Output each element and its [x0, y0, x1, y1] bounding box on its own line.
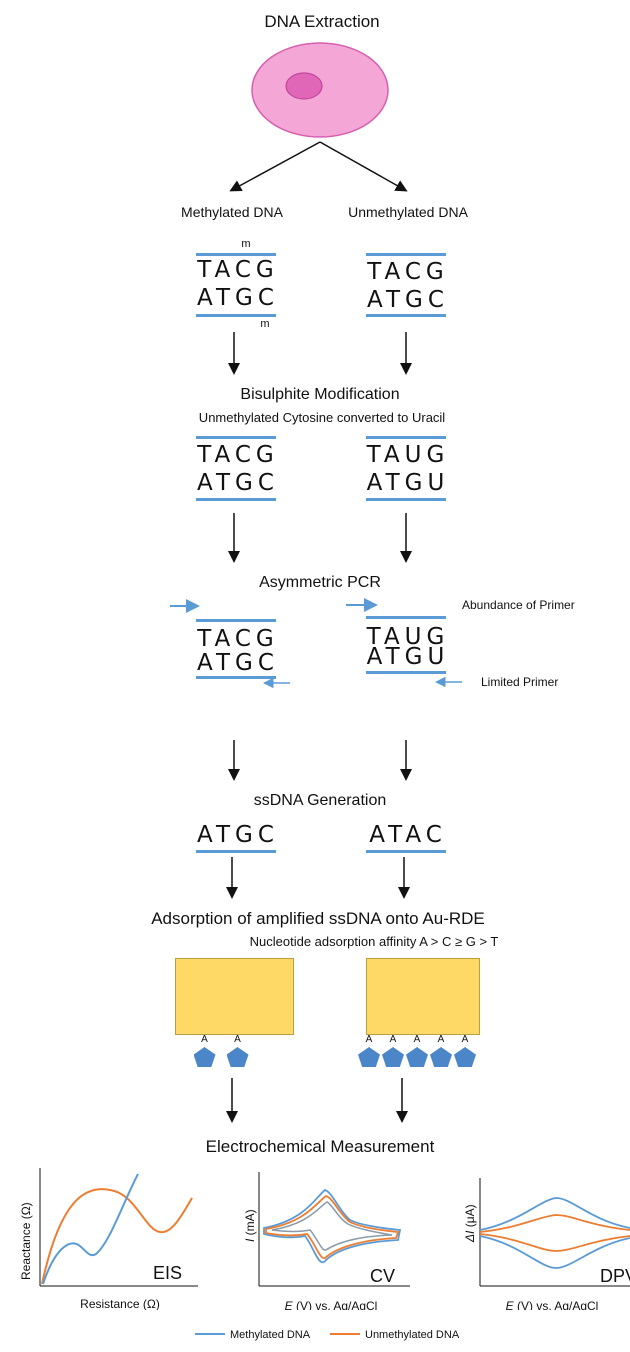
- bisulphite-title: Bisulphite Modification: [240, 386, 400, 403]
- unmethylated-dna-label: Unmethylated DNA: [348, 204, 468, 220]
- meth-nucleotide-pentagon: [193, 1047, 216, 1067]
- seq-unmeth-3-bottom: ATGU: [366, 644, 450, 670]
- meth-base-label: A: [201, 1034, 208, 1045]
- seq-ssdna-unmeth: ATAC: [369, 822, 447, 848]
- primer-arrows: [170, 598, 462, 689]
- cell-nucleus: [285, 72, 323, 100]
- ssdna-title: ssDNA Generation: [253, 792, 387, 809]
- strand-meth-1-top: [196, 253, 276, 256]
- legend: Methylated DNA Unmethylated DNA: [195, 1329, 460, 1341]
- unmeth-base-label: A: [437, 1034, 445, 1045]
- dpv-name: DPV: [600, 1266, 630, 1286]
- seq-ssdna-meth: ATGC: [197, 822, 279, 848]
- seq-meth-2-top: TACG: [197, 442, 279, 468]
- strand-meth-3-top: [196, 619, 276, 622]
- unmeth-base-label: A: [365, 1034, 373, 1045]
- legend-label-methylated: Methylated DNA: [230, 1329, 311, 1341]
- unmeth-nucleotide-pentagon: [382, 1047, 404, 1067]
- seq-unmeth-1-top: TACG: [367, 259, 449, 285]
- cv-name: CV: [370, 1266, 395, 1286]
- legend-label-unmethylated: Unmethylated DNA: [365, 1329, 460, 1341]
- cv-xlabel-unit: (V) vs. Ag/AgCl: [293, 1299, 378, 1310]
- unmeth-nucleotide-pentagon: [358, 1047, 380, 1067]
- strand-ssdna-unmeth: [366, 850, 446, 853]
- dpv-xlabel-symbol: E: [506, 1299, 515, 1310]
- dpv-ylabel: ΔI (μA): [463, 1204, 477, 1243]
- dpv-xlabel-unit: (V) vs. Ag/AgCl: [514, 1299, 599, 1310]
- unmeth-base-label: A: [413, 1034, 421, 1045]
- cell-illustration: [251, 42, 389, 138]
- meth-nucleotide-pentagon: [226, 1047, 249, 1067]
- strand-unmeth-1-bottom: [366, 314, 446, 317]
- dpv-xlabel: E (V) vs. Ag/AgCl: [506, 1299, 599, 1310]
- arrow-to-unmethylated: [319, 141, 408, 192]
- seq-meth-3-bottom: ATGC: [197, 650, 279, 676]
- adsorption-subtitle: Nucleotide adsorption affinity A > C ≥ G…: [249, 934, 499, 949]
- seq-meth-3-top: TACG: [197, 626, 279, 652]
- strand-unmeth-1-top: [366, 253, 446, 256]
- unmeth-nucleotide-pentagon: [454, 1047, 476, 1067]
- methyl-mark-bottom: m: [260, 318, 270, 330]
- adsorption-title: Adsorption of amplified ssDNA onto Au-RD…: [151, 909, 485, 928]
- seq-unmeth-2-top: TAUG: [366, 442, 450, 468]
- abundant-primer-label: Abundance of Primer: [462, 598, 575, 612]
- seq-meth-2-bottom: ATGC: [197, 470, 279, 496]
- strand-unmeth-2-bottom: [366, 498, 446, 501]
- unmeth-nucleotide-pentagon: [406, 1047, 428, 1067]
- seq-meth-1-bottom: ATGC: [197, 285, 279, 311]
- unmeth-base-label: A: [389, 1034, 397, 1045]
- strand-meth-2-top: [196, 436, 276, 439]
- electrode-methylated: [175, 958, 294, 1035]
- strand-unmeth-3-top: [366, 616, 446, 619]
- dpv-curve-unmethylated-top: [479, 1214, 630, 1233]
- strand-unmeth-3-bottom: [366, 671, 446, 674]
- dpv-curve-unmethylated-bottom: [479, 1233, 630, 1252]
- seq-unmeth-1-bottom: ATGC: [367, 287, 449, 313]
- seq-unmeth-2-bottom: ATGU: [366, 470, 450, 496]
- cv-ylabel-unit: (mA): [243, 1209, 257, 1238]
- dpv-curve-methylated-bottom: [479, 1235, 630, 1269]
- bisulphite-subtitle: Unmethylated Cytosine converted to Uraci…: [198, 410, 446, 425]
- unmeth-nucleotide-pentagon: [430, 1047, 452, 1067]
- strand-meth-1-bottom: [196, 314, 276, 317]
- seq-meth-1-top: TACG: [197, 257, 279, 283]
- cv-xlabel: E (V) vs. Ag/AgCl: [285, 1299, 378, 1310]
- arrow-to-methylated: [229, 141, 321, 192]
- cv-curve-unmethylated: [265, 1195, 400, 1259]
- cv-curve-methylated-outer: [263, 1189, 402, 1264]
- methyl-mark-top: m: [241, 238, 251, 250]
- eis-plot: EIS Reactance (Ω) Resistance (Ω): [19, 1168, 198, 1310]
- cv-plot: CV I (mA) E (V) vs. Ag/AgCl: [243, 1172, 410, 1310]
- cv-xlabel-symbol: E: [285, 1299, 294, 1310]
- measurement-title: Electrochemical Measurement: [205, 1137, 435, 1156]
- cv-ylabel: I (mA): [243, 1209, 257, 1242]
- meth-base-label: A: [234, 1034, 241, 1045]
- unmeth-base-label: A: [461, 1034, 469, 1045]
- eis-ylabel: Reactance (Ω): [19, 1202, 33, 1280]
- strand-unmeth-2-top: [366, 436, 446, 439]
- pcr-title: Asymmetric PCR: [259, 574, 381, 591]
- eis-curve-unmethylated: [41, 1188, 193, 1285]
- dpv-plot: DPV ΔI (μA) E (V) vs. Ag/AgCl: [463, 1178, 630, 1310]
- eis-xlabel: Resistance (Ω): [80, 1297, 160, 1310]
- methylated-dna-label: Methylated DNA: [181, 204, 283, 220]
- seq-unmeth-3-top: TAUG: [366, 624, 450, 650]
- strand-ssdna-meth: [196, 850, 276, 853]
- cv-curve-methylated-inner: [271, 1201, 393, 1251]
- eis-curve-methylated: [42, 1173, 139, 1285]
- dpv-ylabel-symbol: ΔI: [463, 1230, 477, 1243]
- eis-name: EIS: [153, 1263, 182, 1283]
- strand-meth-3-bottom: [196, 676, 276, 679]
- electrode-unmethylated: [366, 958, 480, 1035]
- diagram-title: DNA Extraction: [264, 12, 380, 31]
- limited-primer-label: Limited Primer: [481, 675, 559, 689]
- dpv-curve-methylated-top: [479, 1197, 630, 1231]
- cv-ylabel-symbol: I: [243, 1238, 257, 1242]
- dpv-ylabel-unit: (μA): [463, 1204, 477, 1230]
- strand-meth-2-bottom: [196, 498, 276, 501]
